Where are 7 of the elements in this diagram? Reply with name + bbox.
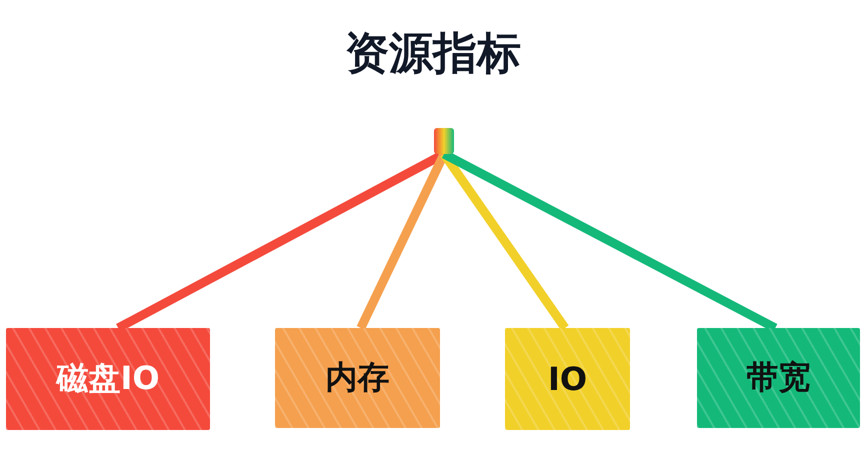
diagram-title: 资源指标 <box>344 28 522 81</box>
category-box: 磁盘IO <box>6 328 210 430</box>
category-box: 带宽 <box>697 328 860 428</box>
junction-block <box>434 128 454 154</box>
category-box: 内存 <box>275 328 440 428</box>
connector-line <box>440 151 569 331</box>
category-box: IO <box>505 328 630 430</box>
